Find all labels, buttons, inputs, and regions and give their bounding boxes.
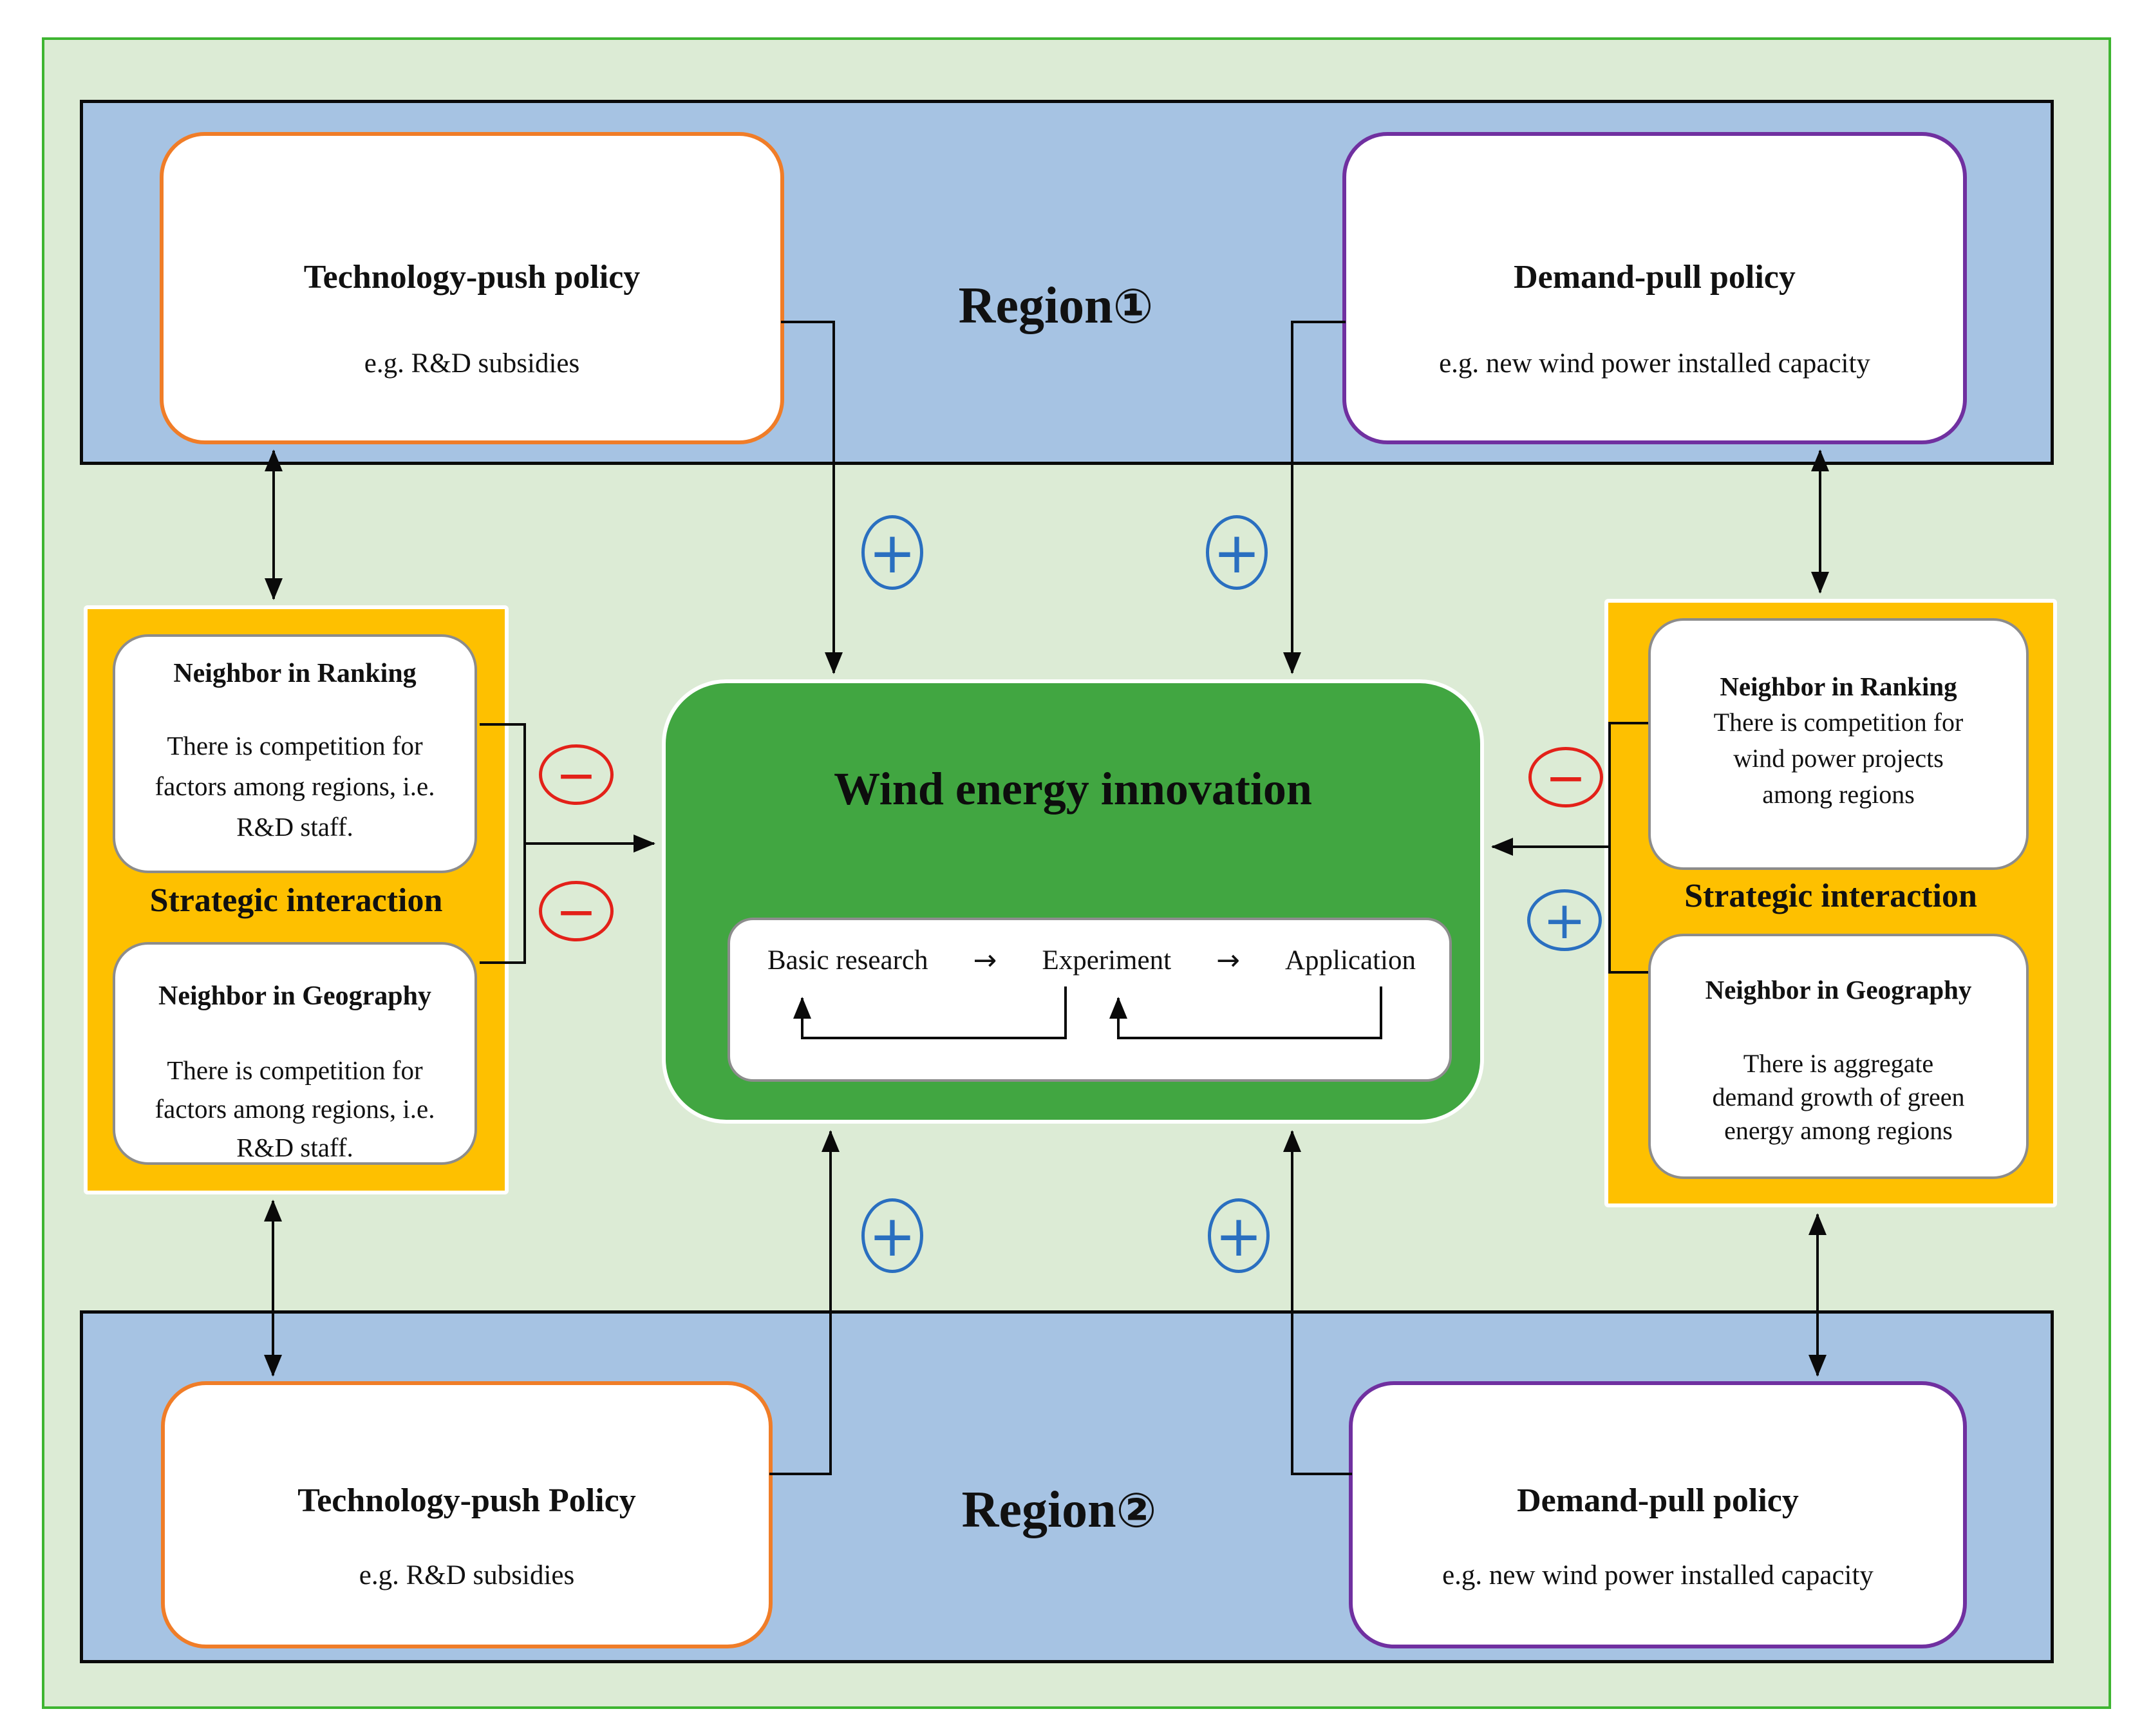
left-ranking-text: There is competition for factors among r… [155,731,435,842]
strategic-interaction-right-label: Strategic interaction [1684,878,1977,914]
region2-tech-push-title: Technology-push Policy [297,1482,636,1519]
right-geography-text: There is aggregate demand growth of gree… [1712,1049,1965,1145]
region1-demand-pull-example: e.g. new wind power installed capacity [1439,348,1870,379]
region1-number-icon: ① [1113,279,1154,334]
stage-basic-research: Basic research [767,945,928,976]
minus-sign-icon: − [539,744,614,805]
plus-sign-icon: + [861,515,923,590]
left-neighbor-in-ranking-box: Neighbor in Ranking There is competition… [113,634,477,873]
left-geography-title: Neighbor in Geography [158,981,431,1011]
wind-energy-innovation-title: Wind energy innovation [834,763,1312,815]
stage-experiment: Experiment [1042,945,1172,976]
region1-name: Region [958,278,1113,334]
region1-tech-push-policy-box: Technology-push policy e.g. R&D subsidie… [160,132,784,444]
region2-demand-pull-title: Demand-pull policy [1517,1482,1799,1519]
region1-tech-push-title: Technology-push policy [303,259,641,296]
minus-sign-icon: − [539,881,614,941]
right-ranking-title: Neighbor in Ranking [1720,672,1957,701]
left-geography-text: There is competition for factors among r… [155,1055,435,1162]
region1-demand-pull-policy-box: Demand-pull policy e.g. new wind power i… [1342,132,1967,444]
left-ranking-title: Neighbor in Ranking [173,659,417,688]
right-neighbor-in-geography-box: Neighbor in Geography There is aggregate… [1648,934,2029,1179]
region2-label: Region② [802,1482,1317,1538]
plus-sign-icon: + [1527,889,1602,951]
plus-sign-icon: + [1208,1198,1270,1273]
right-arrow-icon: → [973,944,997,977]
region2-tech-push-policy-box: Technology-push Policy e.g. R&D subsidie… [161,1381,773,1648]
strategic-interaction-right-box: Neighbor in Ranking There is competition… [1604,599,2057,1207]
region2-demand-pull-example: e.g. new wind power installed capacity [1442,1560,1874,1590]
minus-sign-icon: − [1528,747,1603,807]
plus-sign-icon: + [1206,515,1268,590]
innovation-chain-row: Basic research → Experiment → Applicatio… [767,945,1416,977]
region1-tech-push-example: e.g. R&D subsidies [364,348,580,379]
right-arrow-icon: → [1216,944,1240,977]
right-geography-title: Neighbor in Geography [1705,975,1972,1005]
region2-demand-pull-policy-box: Demand-pull policy e.g. new wind power i… [1349,1381,1967,1648]
right-neighbor-in-ranking-box: Neighbor in Ranking There is competition… [1648,618,2029,870]
strategic-interaction-left-box: Neighbor in Ranking There is competition… [84,605,509,1194]
region2-name: Region [961,1482,1116,1538]
left-neighbor-in-geography-box: Neighbor in Geography There is competiti… [113,942,477,1165]
region1-demand-pull-title: Demand-pull policy [1514,259,1796,296]
plus-sign-icon: + [861,1198,923,1273]
region2-number-icon: ② [1116,1483,1157,1538]
stage-application: Application [1284,945,1416,976]
strategic-interaction-left-label: Strategic interaction [149,882,443,919]
wind-energy-innovation-box: Wind energy innovation Basic research → … [662,679,1484,1124]
region1-label: Region① [798,278,1313,334]
innovation-chain-box: Basic research → Experiment → Applicatio… [728,918,1452,1082]
region2-tech-push-example: e.g. R&D subsidies [359,1560,575,1590]
right-ranking-text: There is competition for wind power proj… [1713,708,1964,809]
